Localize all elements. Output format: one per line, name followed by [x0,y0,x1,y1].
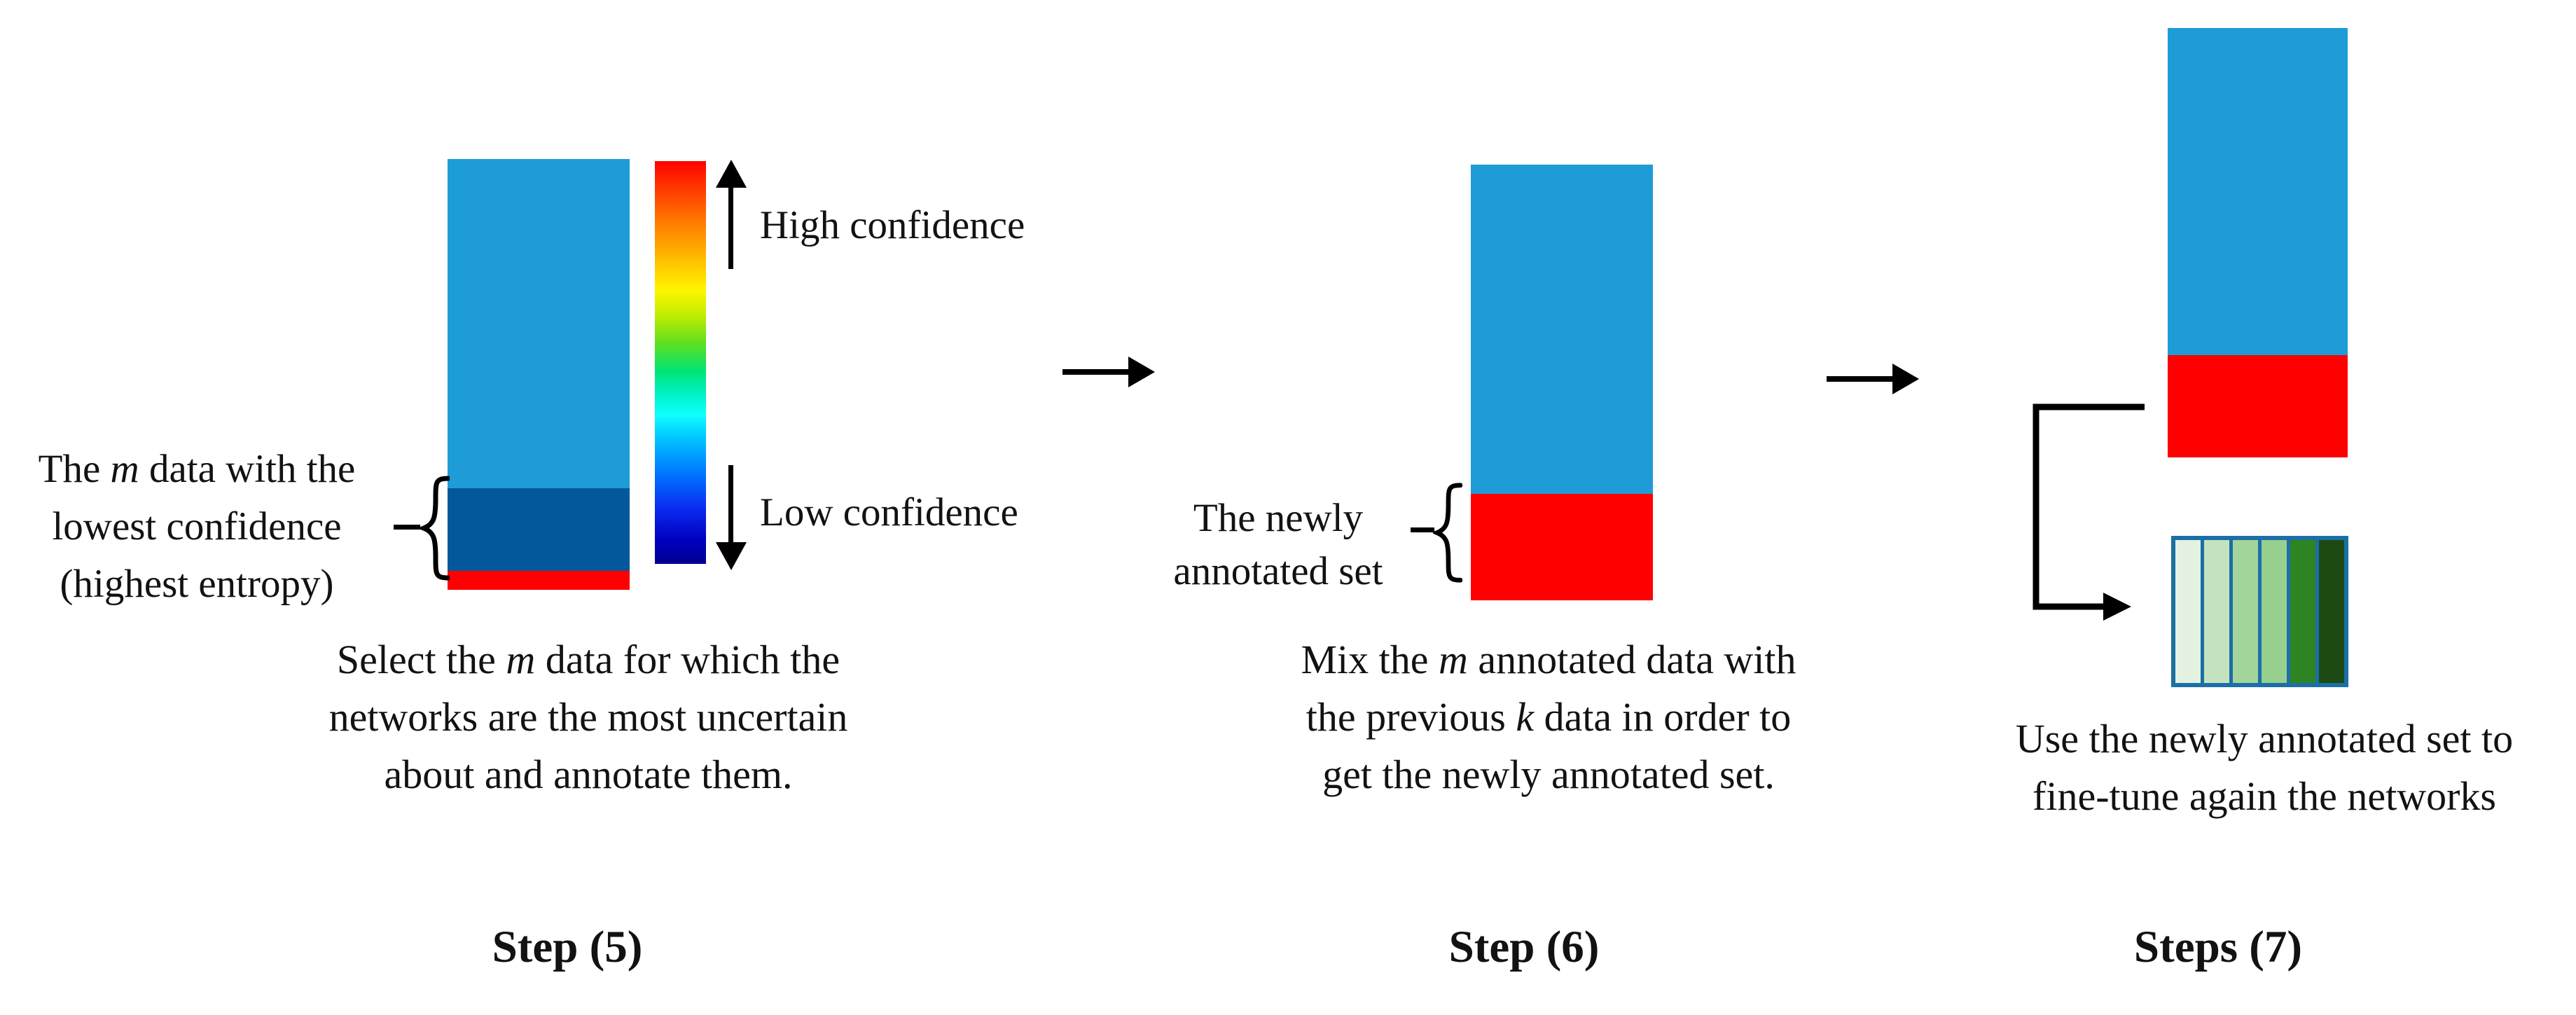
step5-annotated-segment [448,571,630,590]
step6-previous-segment [1471,165,1653,494]
step5-side-label-line1: The m data with the [38,447,356,491]
flow-arrow-1 [1062,369,1130,375]
elbow-arrow-icon [2033,403,2145,621]
step6-brace-icon [1433,483,1462,583]
step6-side-label-line2: annotated set [1173,549,1383,593]
high-confidence-label: High confidence [760,203,1025,247]
step6-caption-line2: the previous k data in order to [1306,694,1792,740]
step6-data-bar [1471,165,1653,600]
down-arrow-icon [728,465,733,544]
flow-arrow-2 [1827,376,1894,382]
step5-lowest-confidence-segment [448,488,630,571]
step5-brace-icon [420,476,450,581]
annotated-grid-stripe [2290,540,2315,683]
step5-side-label: The m data with the lowest confidence (h… [3,441,391,613]
step5-caption-line2: networks are the most uncertain [328,694,848,740]
step6-caption-line1: Mix the m annotated data with [1301,637,1796,682]
annotated-grid-stripe [2175,540,2201,683]
step7-unlabeled-segment [2168,28,2348,355]
step7-title: Steps (7) [2133,922,2303,972]
annotated-grid-stripe [2262,540,2287,683]
annotated-grid-stripe [2233,540,2258,683]
up-arrow-icon [728,184,733,269]
step7-caption-line2: fine-tune again the networks [2033,773,2496,819]
step6-newly-annotated-segment [1471,494,1653,600]
step7-data-bar [2168,28,2348,457]
down-arrow-head-icon [716,542,747,570]
up-arrow-head-icon [716,160,747,188]
flow-arrow-1-head-icon [1128,357,1155,387]
low-confidence-label: Low confidence [760,490,1018,534]
step5-caption-line1: Select the m data for which the [336,637,840,682]
annotated-grid [2171,536,2348,687]
step7-caption-line1: Use the newly annotated set to [2015,716,2514,761]
step5-brace-connector [394,525,420,530]
step5-unlabeled-segment [448,159,630,488]
step5-side-label-line3: (highest entropy) [60,562,334,606]
step6-side-label-line1: The newly [1193,496,1364,540]
step5-side-label-line2: lowest confidence [52,504,342,548]
step5-caption: Select the m data for which the networks… [308,631,868,803]
annotated-grid-stripe [2204,540,2229,683]
step5-title: Step (5) [492,922,643,972]
step7-caption: Use the newly annotated set to fine-tune… [1984,710,2544,825]
step5-caption-line3: about and annotate them. [384,752,793,797]
step6-title: Step (6) [1448,922,1600,972]
flow-arrow-2-head-icon [1892,364,1919,394]
step6-caption-line3: get the newly annotated set. [1322,752,1775,797]
step6-side-label: The newly annotated set [1149,492,1408,598]
step6-brace-connector [1411,527,1434,532]
step6-caption: Mix the m annotated data with the previo… [1268,631,1829,803]
step7-annotated-segment [2168,355,2348,457]
confidence-colorbar [655,161,706,564]
annotated-grid-stripe [2319,540,2344,683]
step5-data-bar [448,159,630,590]
